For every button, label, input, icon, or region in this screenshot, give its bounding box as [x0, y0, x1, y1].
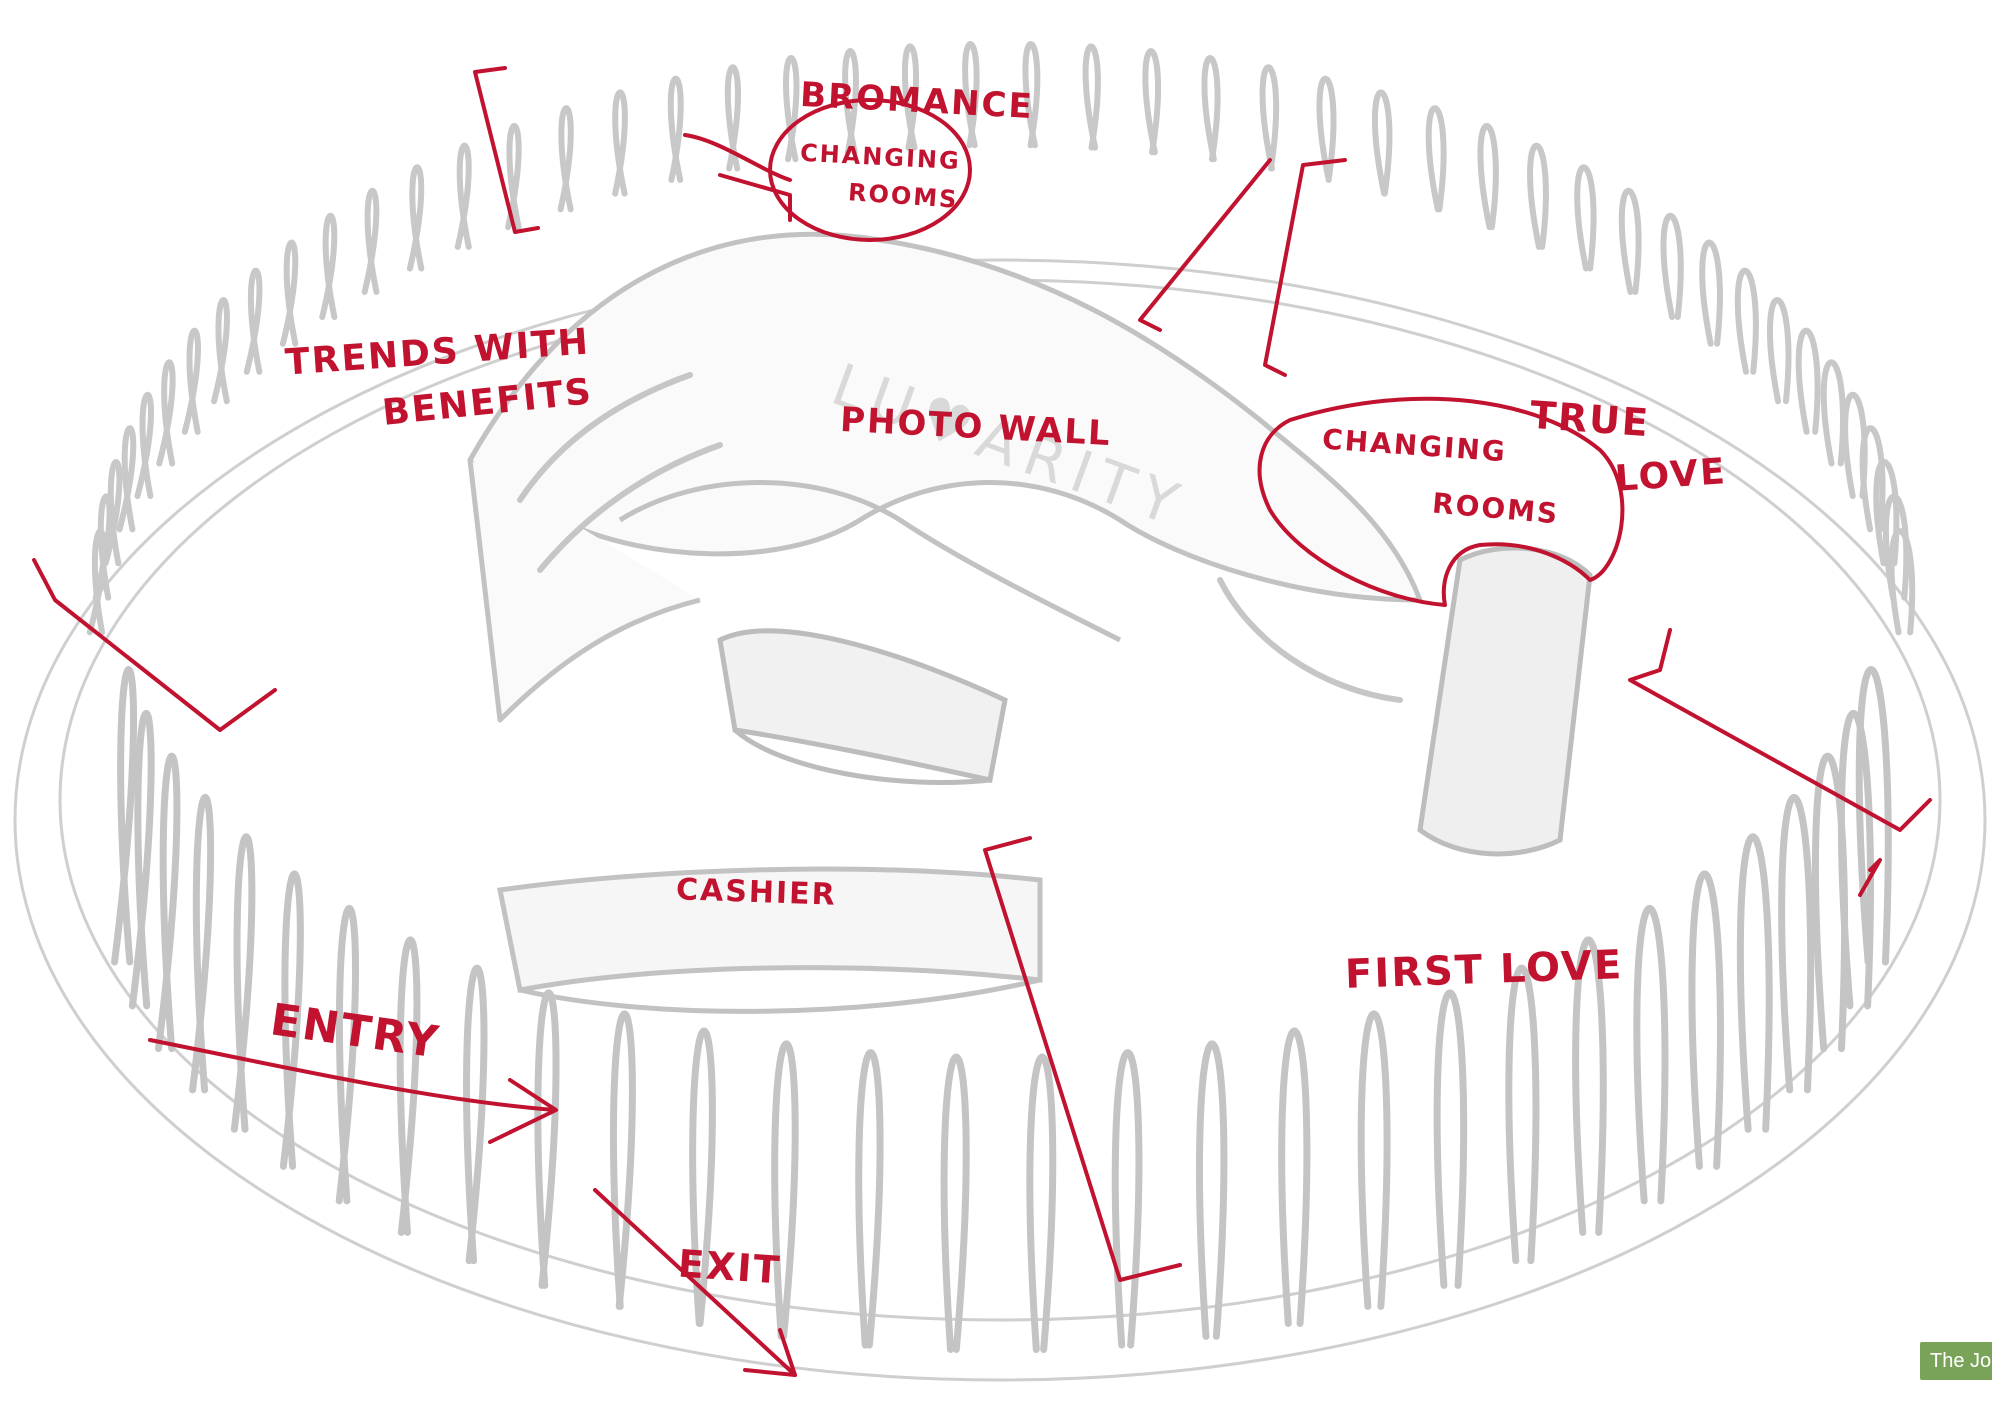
clothing-rail-arc	[1282, 1031, 1307, 1324]
bracket-true-love	[1265, 160, 1345, 375]
bracket-left-wall	[34, 560, 275, 730]
clothing-rail-arc	[775, 1044, 795, 1337]
clothing-rail-arc	[159, 362, 172, 463]
label-changing-rooms-top-2: ROOMS	[847, 180, 959, 212]
clothing-rail-arc	[613, 1014, 632, 1307]
clothing-rail-arc	[1437, 993, 1463, 1286]
clothing-rail-arc	[671, 79, 681, 180]
clothing-rail-arc	[1530, 146, 1546, 247]
clothing-rail-arc	[322, 216, 334, 317]
clothing-rail-arc	[1263, 67, 1277, 168]
clothing-rail-arc	[365, 191, 377, 292]
clothing-rail-arc	[193, 797, 211, 1089]
clothing-rail-arc	[1509, 968, 1536, 1261]
bracket-bromance	[1140, 160, 1270, 330]
clothing-rail-arc	[1702, 242, 1720, 343]
clothing-rail-arc	[1738, 271, 1756, 372]
label-true-love-2: LOVE	[1614, 454, 1728, 498]
clothing-rail-arc	[1145, 51, 1158, 152]
clothing-rail-arc	[538, 993, 556, 1286]
clothing-rail-arc	[1086, 46, 1098, 147]
clothing-rail-arc	[1799, 331, 1818, 432]
clothing-rail-arc	[786, 58, 796, 159]
label-cashier: CASHIER	[676, 875, 838, 911]
clothing-rail-arc	[1664, 216, 1681, 317]
clothing-rail-arc	[1480, 126, 1495, 227]
clothing-rail-arc	[234, 837, 252, 1130]
clothing-rail-arc	[1770, 300, 1788, 401]
clothing-rail-arc	[214, 300, 227, 401]
label-first-love: FIRST LOVE	[1344, 945, 1624, 995]
clothing-rail-arc	[137, 395, 151, 496]
display-table	[720, 631, 1005, 783]
clothing-rail-arc	[944, 1057, 966, 1349]
label-exit: EXIT	[677, 1244, 783, 1289]
clothing-rail-arc	[1782, 797, 1811, 1089]
clothing-rail-arc	[1824, 362, 1843, 463]
corner-tab[interactable]: The Jo	[1920, 1342, 1992, 1380]
clothing-rail-arc	[1429, 108, 1444, 209]
clothing-rail-arc	[1622, 191, 1639, 292]
clothing-rail-arc	[1637, 908, 1665, 1201]
clothing-rail-arc	[458, 146, 469, 247]
clothing-rail-arc	[561, 108, 571, 209]
clothing-rail-arc	[247, 271, 260, 372]
clothing-rail-arc	[467, 968, 484, 1261]
clothing-rail-arc	[115, 669, 134, 962]
label-true-love-1: TRUE	[1529, 396, 1651, 442]
clothing-rail-arc	[615, 92, 625, 193]
clothing-rail-arc	[1115, 1053, 1139, 1345]
clothing-rail-arc	[1692, 874, 1720, 1166]
clothing-rail-arc	[859, 1053, 880, 1345]
clothing-rail-arc	[1892, 531, 1913, 632]
clothing-rail-arc	[1740, 837, 1769, 1130]
clothing-rail-arc	[1577, 167, 1593, 268]
clothing-rail-arc	[400, 940, 417, 1233]
clothing-rail-arc	[410, 167, 421, 268]
clothing-rail-arc	[1375, 92, 1389, 193]
clothing-rail-arc	[185, 331, 198, 432]
clothing-rail-arc	[283, 242, 295, 343]
clothing-rail-arc	[1030, 1057, 1053, 1349]
clothing-rail-arc	[158, 756, 176, 1049]
clothing-rail-arc	[1204, 58, 1217, 159]
clothing-rail-arc	[1200, 1044, 1224, 1337]
clothing-rail-arc	[1361, 1014, 1387, 1307]
